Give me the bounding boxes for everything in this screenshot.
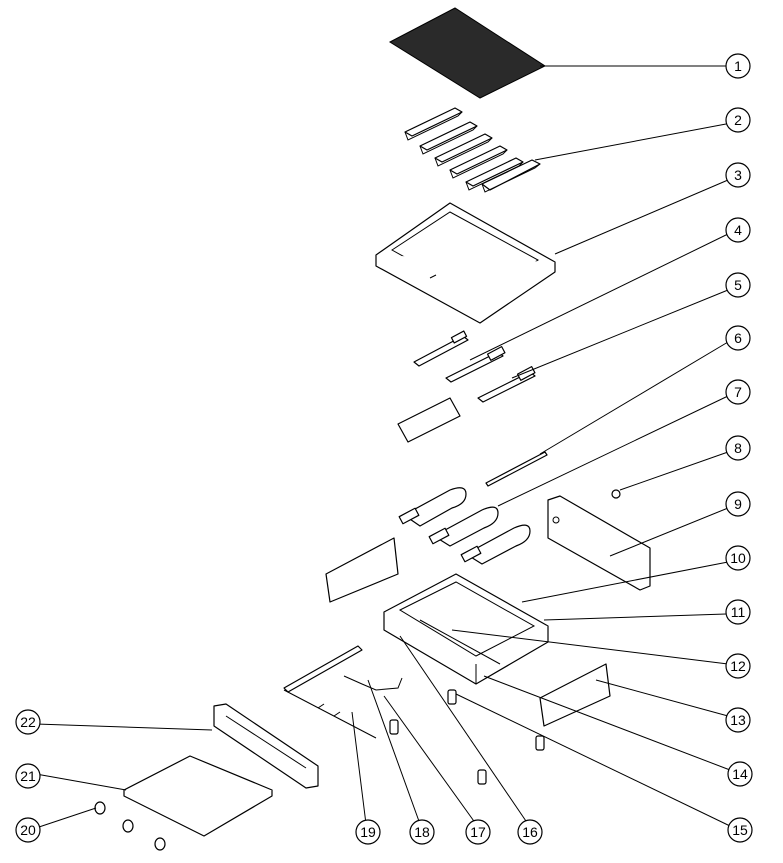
part-6-rod bbox=[485, 451, 548, 487]
svg-text:9: 9 bbox=[734, 496, 742, 512]
callout-18: 18 bbox=[409, 819, 435, 845]
svg-text:15: 15 bbox=[732, 822, 748, 838]
svg-text:19: 19 bbox=[360, 824, 376, 840]
callout-8: 8 bbox=[725, 435, 751, 461]
part-10-12-body bbox=[383, 573, 549, 685]
callout-14: 14 bbox=[727, 761, 753, 787]
callout-22: 22 bbox=[15, 709, 41, 735]
callout-15: 15 bbox=[727, 817, 753, 843]
callout-2: 2 bbox=[725, 107, 751, 133]
callout-1: 1 bbox=[725, 53, 751, 79]
part-2-deflectors bbox=[404, 107, 541, 193]
part-13-rear-panel bbox=[539, 663, 611, 727]
svg-text:22: 22 bbox=[20, 714, 36, 730]
svg-text:7: 7 bbox=[734, 384, 742, 400]
callout-19: 19 bbox=[355, 819, 381, 845]
part-20-knobs bbox=[94, 801, 166, 851]
callout-12: 12 bbox=[725, 653, 751, 679]
svg-text:13: 13 bbox=[730, 712, 746, 728]
svg-text:3: 3 bbox=[734, 167, 742, 183]
part-21-drawer bbox=[123, 755, 273, 837]
svg-text:17: 17 bbox=[470, 824, 486, 840]
part-22-control-panel bbox=[213, 703, 319, 789]
svg-text:6: 6 bbox=[734, 330, 742, 346]
svg-text:4: 4 bbox=[734, 222, 742, 238]
svg-text:5: 5 bbox=[734, 277, 742, 293]
callout-17: 17 bbox=[465, 819, 491, 845]
part-1-grate bbox=[388, 7, 547, 99]
svg-text:18: 18 bbox=[414, 824, 430, 840]
part-9-side-panel bbox=[547, 495, 651, 591]
callout-13: 13 bbox=[725, 707, 751, 733]
leader-lines bbox=[35, 65, 731, 829]
part-8-fitting bbox=[611, 489, 621, 499]
part-14-15-legs bbox=[389, 689, 545, 785]
svg-text:11: 11 bbox=[731, 604, 746, 620]
svg-text:21: 21 bbox=[20, 768, 36, 784]
svg-text:16: 16 bbox=[522, 824, 538, 840]
svg-text:10: 10 bbox=[730, 550, 746, 566]
svg-text:2: 2 bbox=[734, 112, 742, 128]
svg-text:12: 12 bbox=[730, 658, 746, 674]
part-7-burners bbox=[398, 487, 531, 565]
callout-10: 10 bbox=[725, 545, 751, 571]
callout-21: 21 bbox=[15, 763, 41, 789]
part-3-tray bbox=[375, 202, 556, 324]
svg-text:20: 20 bbox=[20, 822, 36, 838]
callout-5: 5 bbox=[725, 272, 751, 298]
callout-9: 9 bbox=[725, 491, 751, 517]
callout-4: 4 bbox=[725, 217, 751, 243]
callout-7: 7 bbox=[725, 379, 751, 405]
svg-text:8: 8 bbox=[734, 440, 742, 456]
svg-text:1: 1 bbox=[734, 58, 742, 74]
callout-11: 11 bbox=[725, 599, 751, 625]
callout-6: 6 bbox=[725, 325, 751, 351]
callout-16: 16 bbox=[517, 819, 543, 845]
part-front-shield bbox=[325, 537, 399, 603]
part-4-5-rails bbox=[397, 330, 536, 443]
part-17-19-manifold bbox=[283, 645, 403, 739]
callout-3: 3 bbox=[725, 162, 751, 188]
callout-20: 20 bbox=[15, 817, 41, 843]
svg-text:14: 14 bbox=[732, 766, 748, 782]
